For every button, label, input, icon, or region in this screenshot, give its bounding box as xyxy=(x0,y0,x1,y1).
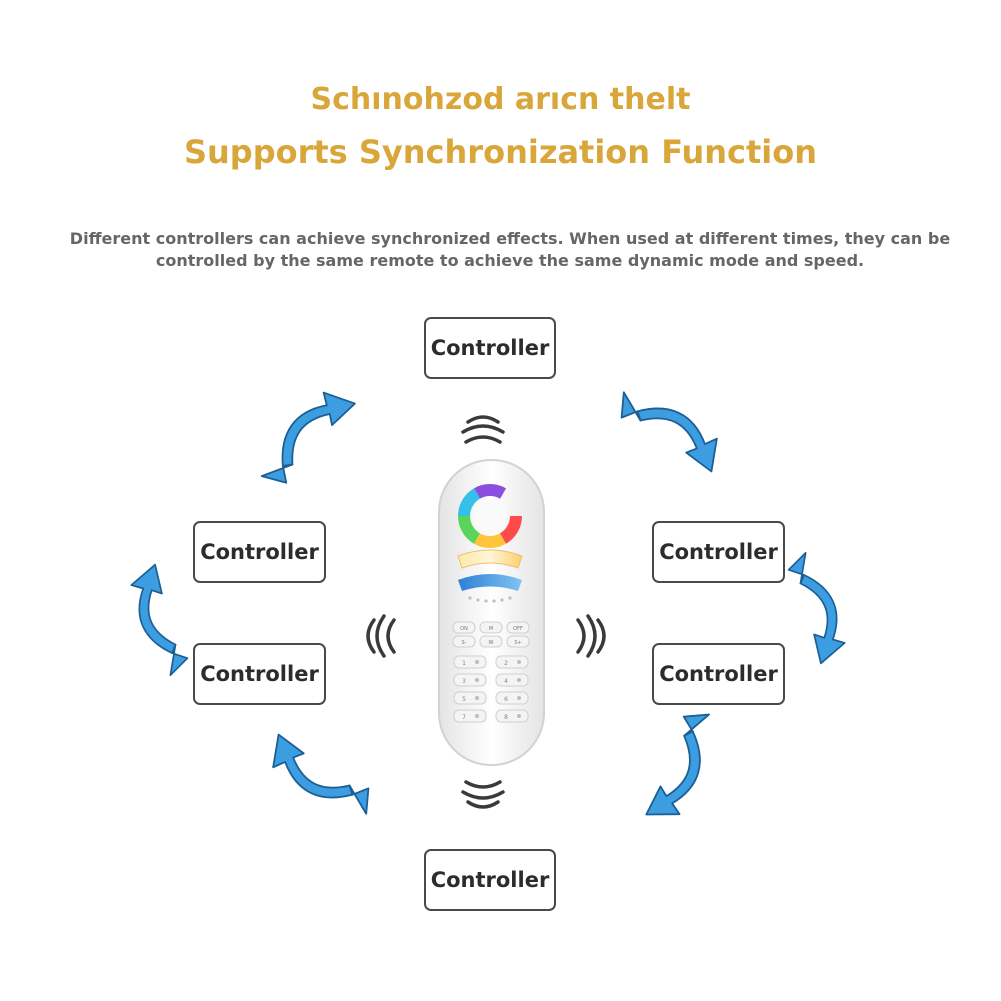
zone-key-label: 5 xyxy=(462,696,466,703)
zone-key-label: 6 xyxy=(504,696,508,703)
remote-s-minus-label: S- xyxy=(462,640,467,646)
sync-arrow-top-left-icon xyxy=(240,380,373,493)
zone-key-label: 4 xyxy=(504,678,508,685)
zone-key-label: 1 xyxy=(462,660,466,667)
remote-on-label: ON xyxy=(460,626,468,632)
sync-arrow-bottom-right-icon xyxy=(619,702,742,832)
remote-off-label: OFF xyxy=(513,626,523,632)
sync-arrow-right-icon xyxy=(787,551,846,665)
controller-left-upper: Controller xyxy=(193,521,326,583)
signal-wave-right-icon xyxy=(576,614,606,658)
zone-key-label: 3 xyxy=(462,678,466,685)
controller-right-lower: Controller xyxy=(652,643,785,705)
brightness-slider xyxy=(458,574,522,591)
signal-wave-top-icon xyxy=(461,415,505,444)
title-line-2: Supports Synchronization Function xyxy=(183,133,818,171)
remote-control: ON M OFF S- W S+ 1 2 3 4 5 6 xyxy=(438,459,545,766)
color-wheel xyxy=(458,484,522,548)
zone-key-label: 8 xyxy=(504,714,508,721)
remote-m-label: M xyxy=(489,626,493,632)
controller-top: Controller xyxy=(424,317,556,379)
sync-arrow-bottom-left-icon xyxy=(258,711,381,842)
zone-key-label: 2 xyxy=(504,660,508,667)
signal-wave-bottom-icon xyxy=(461,780,505,809)
remote-w-label: W xyxy=(489,640,494,646)
controller-right-upper: Controller xyxy=(652,521,785,583)
zone-key-label: 7 xyxy=(462,714,466,721)
title-line-1: Schınohzod arıcn thelt xyxy=(310,82,691,117)
remote-s-plus-label: S+ xyxy=(514,640,521,646)
signal-wave-left-icon xyxy=(366,614,396,658)
sync-arrow-left-icon xyxy=(130,563,189,677)
controller-left-lower: Controller xyxy=(193,643,326,705)
sync-arrow-top-right-icon xyxy=(609,364,732,495)
controller-bottom: Controller xyxy=(424,849,556,911)
description-text: Different controllers can achieve synchr… xyxy=(69,229,951,270)
warm-white-slider xyxy=(457,549,523,569)
